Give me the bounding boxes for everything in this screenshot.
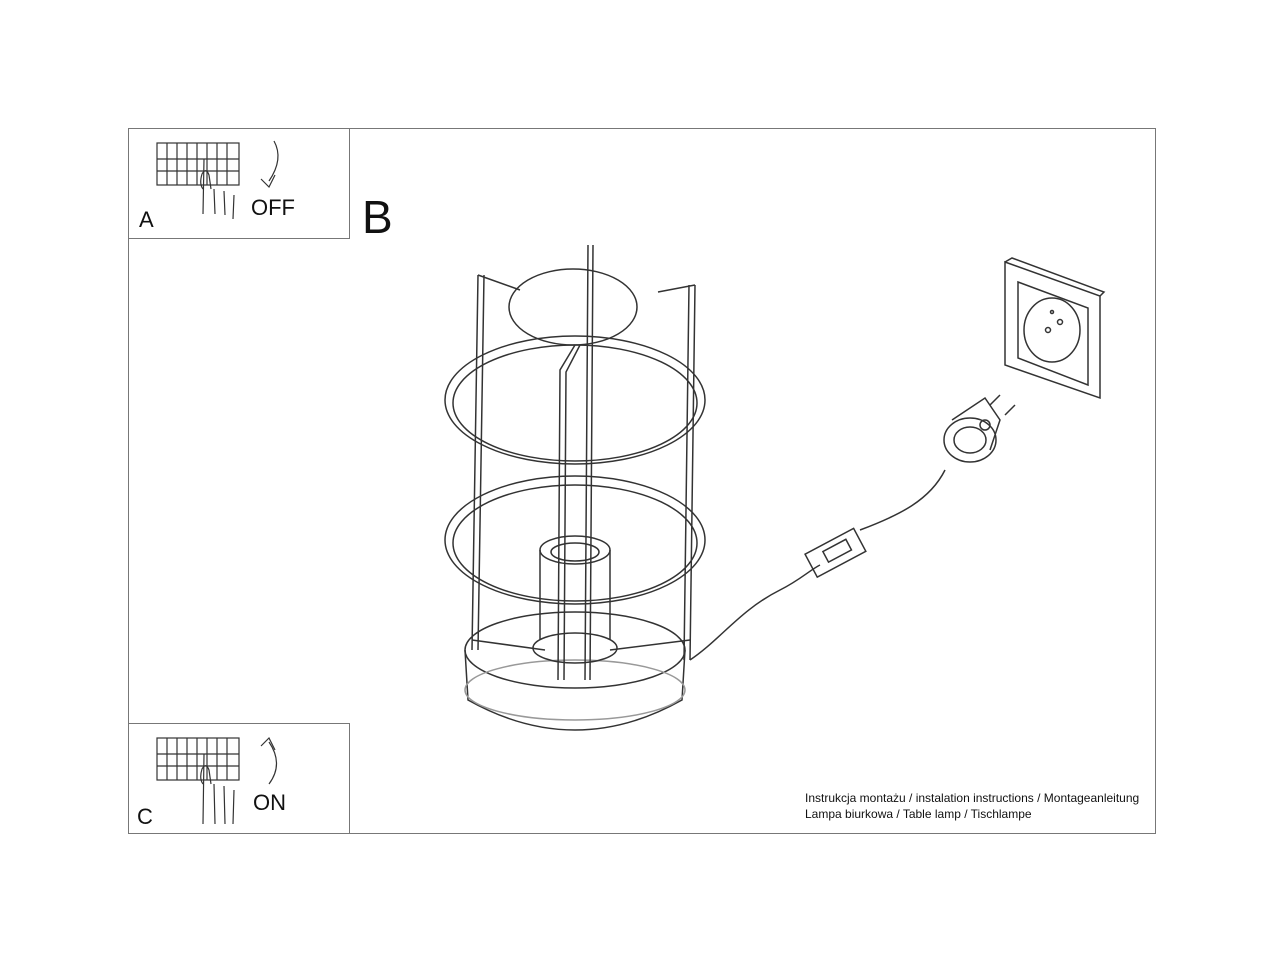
circuit-breaker-on-icon: [156, 736, 278, 825]
step-c-state-on: ON: [253, 790, 286, 815]
step-b-letter: B: [362, 191, 393, 243]
caption-product: Lampa biurkowa / Table lamp / Tischlampe: [805, 807, 1032, 821]
step-a-state-off: OFF: [251, 195, 295, 220]
instructions-caption: Instrukcja montażu / instalation instruc…: [805, 790, 1139, 822]
circuit-breaker-off-icon: [156, 140, 279, 220]
caption-title: Instrukcja montażu / instalation instruc…: [805, 791, 1140, 805]
step-a-panel: A OFF: [128, 128, 350, 239]
step-c-panel: C ON: [128, 723, 350, 834]
step-c-letter: C: [137, 804, 153, 829]
step-a-letter: A: [139, 207, 154, 232]
diagram-frame: [128, 128, 1156, 834]
